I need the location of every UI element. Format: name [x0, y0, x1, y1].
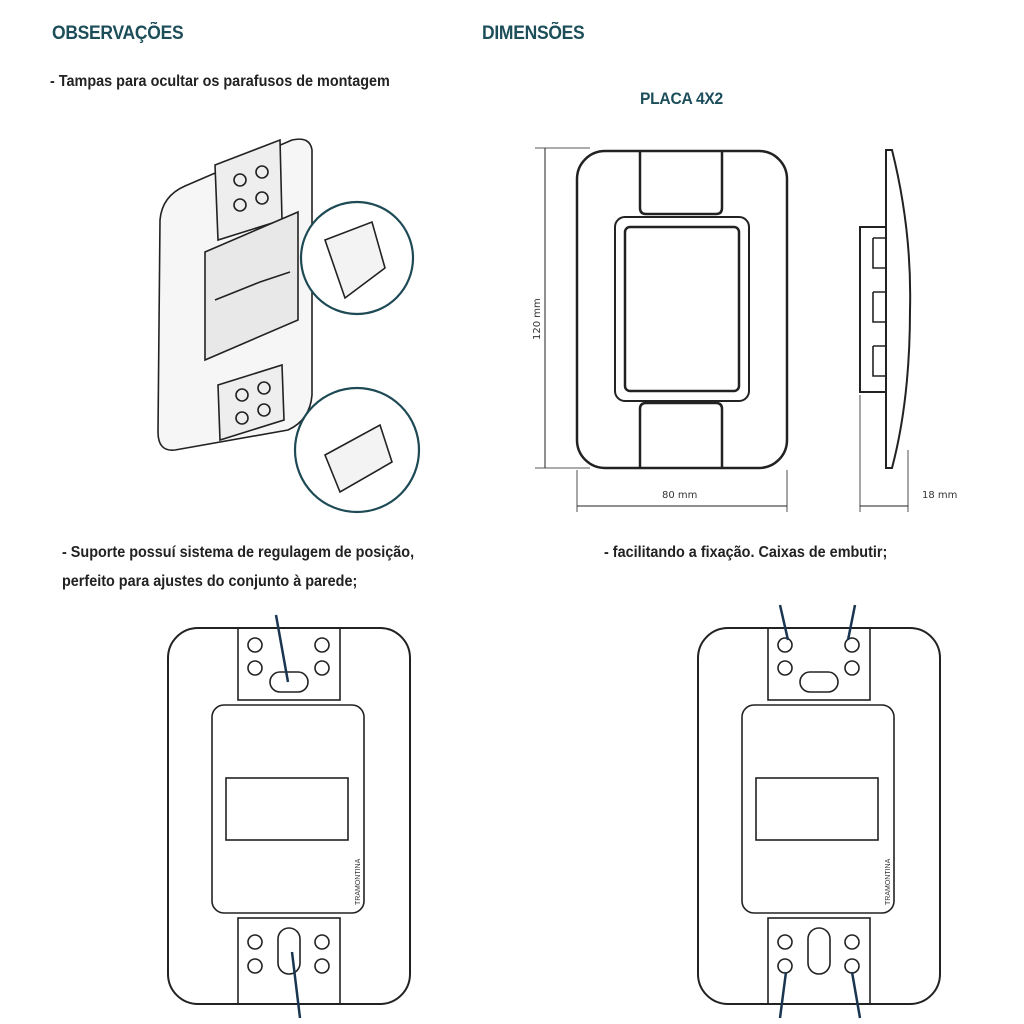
height-dimension: 120 mm: [532, 298, 543, 340]
note-fixacao: - facilitando a fixação. Caixas de embut…: [604, 544, 888, 561]
side-view-drawing: [859, 149, 912, 512]
note-suporte-1: - Suporte possuí sistema de regulagem de…: [62, 544, 415, 561]
dimensoes-heading: DIMENSÕES: [482, 23, 585, 44]
depth-dimension: 18 mm: [922, 490, 957, 501]
plate-adjustment-drawing: TRAMONTINA: [167, 614, 411, 1019]
plate-box-fixing-drawing: TRAMONTINA: [697, 604, 941, 1019]
isometric-plate-drawing: [157, 138, 313, 451]
note-suporte-2: perfeito para ajustes do conjunto à pare…: [62, 573, 358, 590]
note-tampas: - Tampas para ocultar os parafusos de mo…: [50, 73, 390, 90]
callout-cap-top: [293, 200, 421, 514]
width-dimension: 80 mm: [662, 490, 697, 501]
observacoes-heading: OBSERVAÇÕES: [52, 23, 184, 44]
brand-mark-right: TRAMONTINA: [885, 858, 892, 905]
front-view-drawing: [535, 147, 789, 512]
product-title: PLACA 4X2: [640, 89, 723, 108]
brand-mark-left: TRAMONTINA: [355, 858, 362, 905]
